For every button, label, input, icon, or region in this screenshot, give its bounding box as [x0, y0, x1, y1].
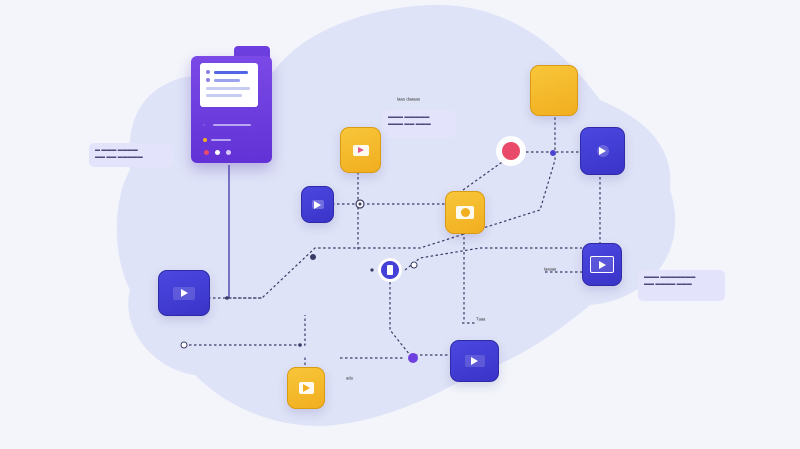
- play-circle: [460, 208, 470, 217]
- mail-flap: [357, 147, 364, 153]
- play-icon: [464, 355, 485, 367]
- connector-lines: [184, 112, 601, 370]
- card-document: [200, 63, 258, 107]
- connector-mobile-down: [389, 282, 450, 356]
- connector-left-node-out: [208, 112, 556, 299]
- connector-dot: [225, 296, 229, 300]
- fast-forward-icon: [596, 145, 609, 157]
- doc-line: [206, 87, 250, 90]
- connector-dot: [408, 353, 418, 363]
- fast-forward-node[interactable]: [301, 186, 334, 223]
- mail-icon: [352, 144, 369, 156]
- doc-bullet: [206, 78, 210, 82]
- bottom-video-node[interactable]: [450, 340, 499, 382]
- play-icon: [298, 382, 314, 394]
- app-card[interactable]: ◌: [191, 56, 272, 163]
- top-caption: ᴵᵃᵃᵃ ᵈᵃᵃᵃᵃᵃ: [397, 98, 420, 104]
- play-triangle: [180, 289, 188, 297]
- chat-icon: ◌: [203, 122, 206, 127]
- connector-bottom-left: [184, 315, 306, 346]
- connector-dot: [358, 202, 362, 206]
- doc-line: [214, 71, 248, 74]
- connector-dot: [180, 341, 188, 349]
- connector-dot: [550, 150, 556, 156]
- connector-mobile-right: [404, 247, 582, 271]
- callout-right-line-1: ▬▬▬ ▬▬▬▬▬▬▬: [644, 274, 696, 280]
- connector-record-down: [462, 159, 506, 191]
- play-triangle: [314, 200, 321, 209]
- doc-line: [206, 94, 242, 97]
- callout-left-line-2: ▬▬ ▬▬ ▬▬▬▬▬: [95, 154, 143, 160]
- mobile-icon-graphic: [378, 258, 402, 282]
- play-triangle: [598, 260, 606, 269]
- card-text-line: [213, 124, 251, 126]
- mid-caption: ᵀᵃᵃᵃ: [476, 318, 486, 324]
- play-triangle: [302, 384, 310, 392]
- callout-top-line-2: ▬▬▬ ▬▬ ▬▬▬: [388, 121, 431, 127]
- bottom-play-node[interactable]: [287, 367, 325, 409]
- connector-dot: [310, 254, 316, 260]
- play-triangle: [471, 357, 478, 365]
- media-node[interactable]: [445, 191, 485, 234]
- pencil-node[interactable]: [530, 65, 578, 116]
- right-caption: ᴵᵃᵃᵃᵃᵃ: [544, 268, 557, 274]
- record-icon-graphic: [496, 136, 526, 166]
- right-video-node[interactable]: [582, 243, 622, 286]
- play-icon: [456, 206, 474, 219]
- callout-right-line-2: ▬▬ ▬▬▬▬ ▬▬▬: [644, 281, 692, 287]
- callout-right: ▬▬▬ ▬▬▬▬▬▬▬ ▬▬ ▬▬▬▬ ▬▬▬: [638, 270, 725, 301]
- doc-bullet: [206, 70, 210, 74]
- connector-dot: [370, 268, 374, 272]
- left-video-node[interactable]: [158, 270, 210, 316]
- fast-forward-icon: [311, 200, 324, 209]
- doc-line: [214, 79, 240, 82]
- callout-left: ▬ ▬▬▬ ▬▬▬▬ ▬▬ ▬▬ ▬▬▬▬▬: [89, 143, 173, 167]
- card-white-dot: [215, 150, 220, 155]
- callout-top-line-1: ▬▬▬ ▬▬▬▬▬: [388, 114, 430, 120]
- card-text-line: [211, 139, 231, 141]
- bottom-caption: ᵃᵈᵃ: [346, 377, 353, 383]
- card-light-dot: [226, 150, 231, 155]
- callout-top: ▬▬▬ ▬▬▬▬▬ ▬▬▬ ▬▬ ▬▬▬: [382, 110, 456, 138]
- callout-left-line-1: ▬ ▬▬▬ ▬▬▬▬: [95, 147, 138, 153]
- card-red-dot: [204, 150, 209, 155]
- play-icon: [173, 286, 195, 300]
- connector-dot: [410, 261, 418, 269]
- connector-dots: [180, 150, 556, 363]
- mail-node[interactable]: [340, 127, 381, 173]
- play-icon: [590, 256, 614, 273]
- controls-icon: [203, 138, 207, 142]
- top-right-blue-node[interactable]: [580, 127, 625, 175]
- play-triangle: [599, 147, 606, 155]
- connector-dot: [298, 343, 302, 347]
